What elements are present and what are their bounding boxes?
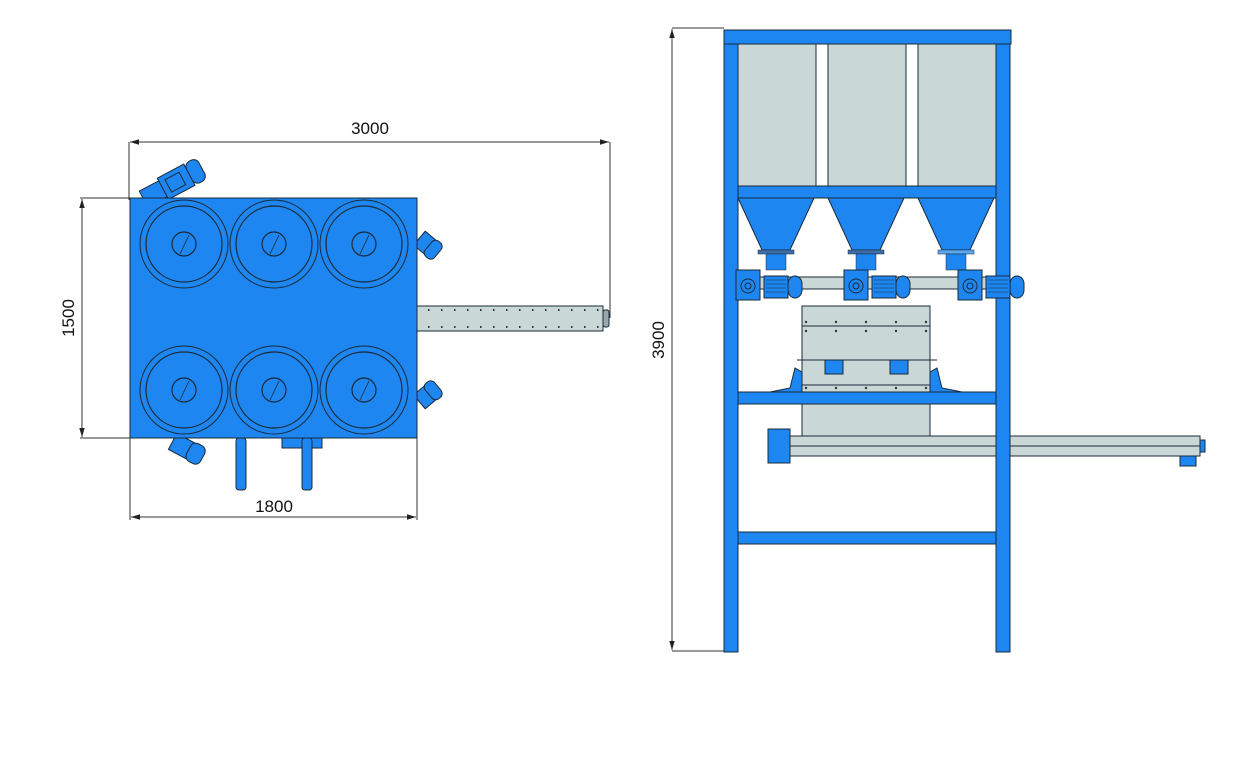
- motor-right-lower: [412, 380, 443, 410]
- machine-body-top: [129, 197, 418, 439]
- lower-chute: [801, 403, 931, 439]
- feeder-motor-1: [735, 269, 803, 301]
- load-cell-2: [889, 359, 909, 375]
- silo-3: [917, 43, 997, 187]
- screw-conveyor-front-view: [767, 428, 1206, 467]
- hopper-1: [737, 197, 815, 271]
- hoppers: [737, 197, 995, 271]
- frame-right-post: [995, 43, 1011, 653]
- dimension-label-3900: 3900: [649, 321, 668, 359]
- conveyor-outlet: [1179, 455, 1197, 467]
- dimension-label-1500: 1500: [59, 299, 78, 337]
- feeder-motor-2: [843, 269, 911, 301]
- conveyor-motor: [767, 428, 791, 464]
- dimension-depth: 1500: [59, 197, 130, 439]
- silo-1: [737, 43, 817, 187]
- frame-beam-silo: [737, 185, 997, 199]
- discharge-tube-1: [235, 437, 247, 491]
- load-cell-1: [824, 359, 844, 375]
- weighing-unit: [769, 305, 963, 439]
- hopper-2: [827, 197, 905, 271]
- dimension-overall-length: 3000: [128, 119, 611, 318]
- feeder-motor-3: [957, 269, 1025, 301]
- support-frame: [723, 29, 1012, 653]
- frame-beam-middle: [737, 391, 997, 405]
- bin-3: [319, 199, 409, 289]
- screw-feeders: [735, 269, 1025, 301]
- silos: [737, 43, 997, 187]
- dimension-label-3000: 3000: [351, 119, 389, 138]
- frame-beam-lower: [737, 531, 997, 545]
- bin-2: [229, 199, 319, 289]
- dimension-body-width: 1800: [129, 438, 418, 520]
- silo-2: [827, 43, 907, 187]
- bin-5: [229, 345, 319, 435]
- bins-group: [139, 199, 409, 435]
- hopper-3: [917, 197, 995, 271]
- frame-top-beam: [723, 29, 1012, 45]
- motor-right-upper: [412, 230, 443, 260]
- dimension-height: 3900: [649, 27, 724, 652]
- support-bracket-left: [769, 367, 803, 393]
- dimension-label-1800: 1800: [255, 497, 293, 516]
- frame-left-post: [723, 43, 739, 653]
- top-view: 3000 1500 1800: [59, 119, 611, 520]
- motor-bottom-left: [167, 432, 206, 465]
- screw-conveyor-top-view: [416, 305, 610, 332]
- support-bracket-right: [929, 367, 963, 393]
- bin-6: [319, 345, 409, 435]
- front-view: 3900: [649, 27, 1206, 653]
- bin-4: [139, 345, 229, 435]
- bin-1: [139, 199, 229, 289]
- discharge-tube-2: [301, 437, 313, 491]
